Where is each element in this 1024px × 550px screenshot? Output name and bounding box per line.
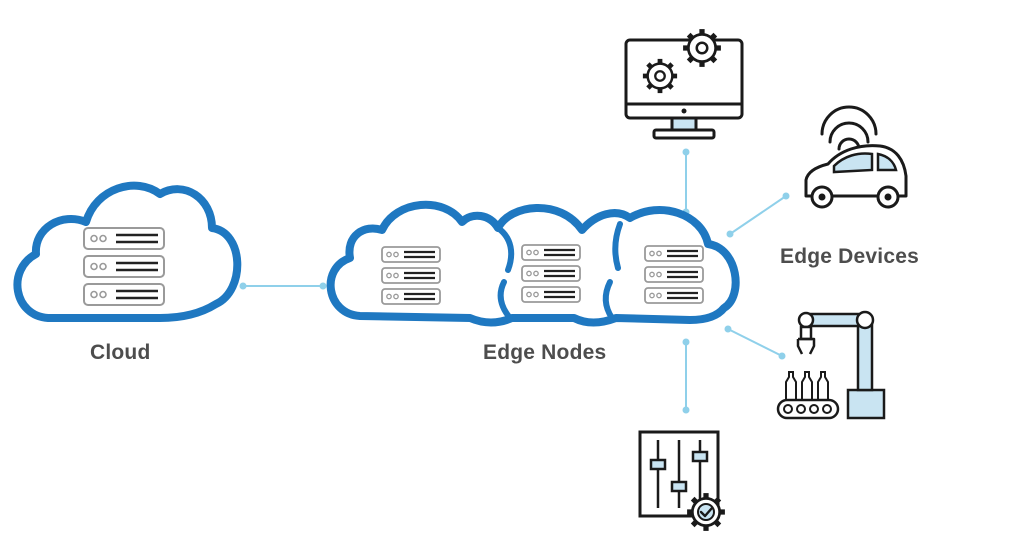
edge-server-2-icon <box>520 243 582 304</box>
robot-connector <box>724 325 786 360</box>
edge-nodes-cloud <box>326 200 740 327</box>
connectors <box>239 148 790 414</box>
control-panel-icon <box>638 430 725 531</box>
edge-server-1-icon <box>380 245 442 306</box>
cloud-shape <box>13 181 242 322</box>
edge-nodes-label: Edge Nodes <box>483 341 607 364</box>
connected-car-icon <box>804 105 908 209</box>
server-rack-icon <box>82 226 166 307</box>
computer-gears-icon <box>624 29 744 140</box>
robotic-arm-icon <box>776 310 886 420</box>
edge-server-3-icon <box>643 244 705 305</box>
cloud-to-edge-connector <box>239 282 327 290</box>
computer-connector <box>682 148 690 216</box>
car-connector <box>726 192 790 238</box>
cloud-label: Cloud <box>90 341 151 364</box>
edge-devices-label: Edge Devices <box>780 245 919 268</box>
control-connector <box>682 338 690 414</box>
